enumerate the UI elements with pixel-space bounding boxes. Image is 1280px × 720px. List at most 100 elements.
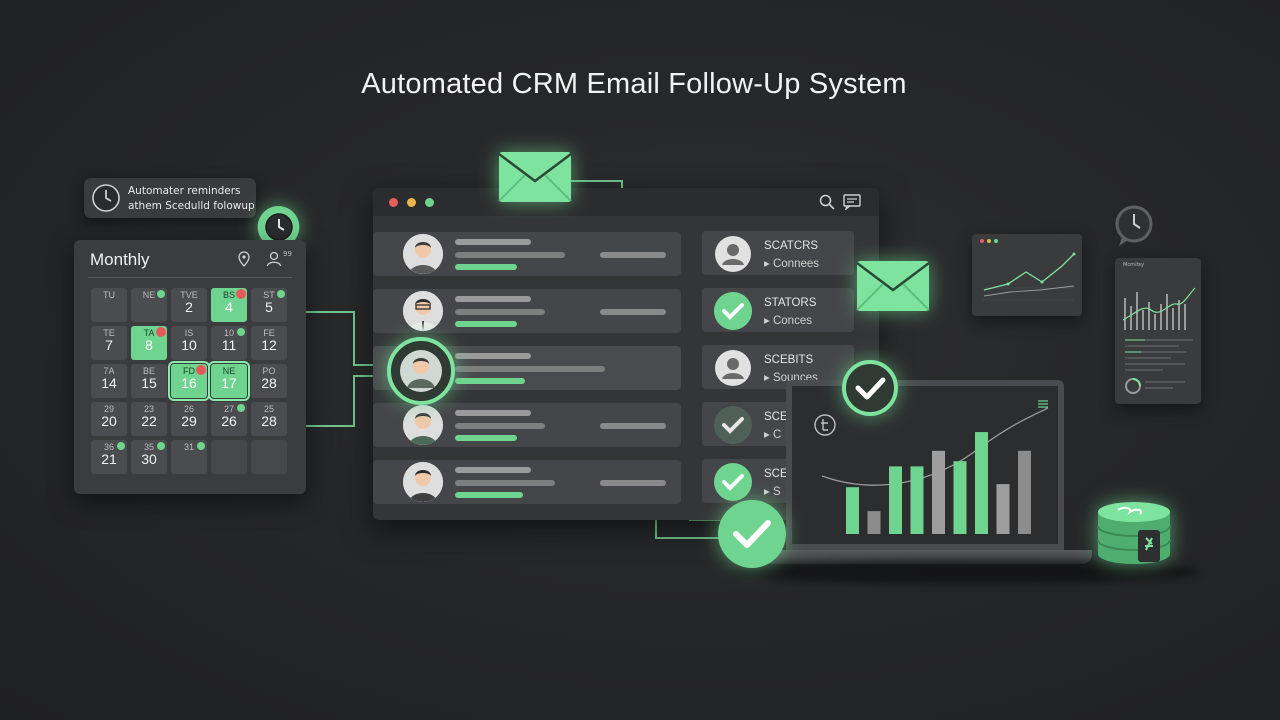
calendar-cell-empty — [251, 440, 287, 474]
laptop-screen — [786, 380, 1064, 550]
close-dot[interactable] — [389, 198, 398, 207]
laptop-chart-bar — [975, 432, 988, 534]
calendar-badge: 99 — [283, 250, 292, 258]
mini-chart-card — [972, 234, 1082, 316]
row-text-bar — [455, 353, 531, 359]
currency-icon — [814, 414, 836, 436]
status-title: STATORS — [764, 297, 817, 309]
row-text-bar — [455, 239, 531, 245]
status-card[interactable]: SCATCRS ▸ Connees — [702, 231, 854, 275]
user-icon[interactable] — [266, 251, 282, 267]
laptop-chart-bar — [932, 450, 945, 534]
avatar — [403, 234, 443, 274]
status-dot — [237, 366, 245, 374]
reminder-badge: Automater reminders athem Scedulld folow… — [84, 178, 256, 218]
check-icon — [714, 406, 752, 444]
page-title: Automated CRM Email Follow-Up System — [361, 68, 907, 100]
alert-dot — [156, 327, 166, 337]
status-title: SCE — [764, 411, 788, 423]
laptop-bar-chart — [846, 432, 1031, 534]
row-text-bar — [600, 252, 666, 258]
avatar — [403, 405, 443, 445]
status-dot — [237, 328, 245, 336]
calendar-cell[interactable]: NE — [131, 288, 167, 322]
calendar-cell[interactable]: TU — [91, 288, 127, 322]
check-icon — [842, 360, 898, 416]
trend-curve — [821, 407, 1049, 486]
row-text-bar — [455, 480, 555, 486]
avatar — [403, 462, 443, 502]
status-title: SCE — [764, 468, 788, 480]
laptop-chart-bar — [953, 461, 967, 534]
laptop-chart-bar — [1018, 450, 1031, 534]
user-icon — [715, 236, 751, 272]
maximize-dot[interactable] — [425, 198, 434, 207]
laptop-chart-bar — [889, 466, 902, 534]
laptop-chart-bar — [846, 487, 859, 534]
user-icon — [715, 350, 751, 386]
menu-icon[interactable] — [1038, 400, 1048, 408]
row-text-bar — [600, 309, 666, 315]
clock-icon — [1115, 205, 1153, 246]
laptop-chart-bar — [910, 466, 924, 534]
minimize-dot[interactable] — [407, 198, 416, 207]
dot-red — [980, 239, 984, 243]
status-dot — [157, 442, 165, 450]
reminder-line-2: athem Scedulld folowup — [128, 200, 255, 212]
status-card[interactable]: STATORS ▸ Conces — [702, 288, 854, 332]
dot-green — [994, 239, 998, 243]
laptop-base — [758, 550, 1092, 564]
selected-contact-avatar[interactable] — [386, 336, 456, 406]
row-text-bar — [455, 264, 517, 270]
envelope-icon — [498, 152, 572, 202]
status-card[interactable]: SCE ▸ S — [702, 459, 792, 503]
search-icon[interactable] — [819, 194, 835, 210]
clock-icon — [92, 184, 120, 212]
status-dot — [237, 404, 245, 412]
dot-yellow — [987, 239, 991, 243]
calendar-cell[interactable]: 31 — [171, 440, 207, 474]
row-text-bar — [600, 480, 666, 486]
row-text-bar — [455, 321, 517, 327]
status-dot — [157, 290, 165, 298]
check-icon — [718, 500, 786, 568]
chat-icon[interactable] — [843, 194, 861, 210]
status-dot — [277, 290, 285, 298]
row-text-bar — [600, 423, 666, 429]
status-card[interactable]: SCE ▸ C — [702, 402, 792, 446]
location-pin-icon[interactable] — [238, 251, 250, 267]
mini-report-bars — [1122, 287, 1196, 330]
alert-dot — [236, 289, 246, 299]
status-card[interactable]: SCEBITS ▸ Sounces — [702, 345, 854, 389]
mini-report-card: Mcrnitsy — [1115, 258, 1201, 404]
status-sub: ▸ Conces — [764, 315, 812, 327]
alert-dot — [196, 365, 206, 375]
laptop-chart-bar — [996, 484, 1010, 534]
status-title: SCEBITS — [764, 354, 814, 366]
coin-stack-icon — [1097, 502, 1171, 564]
row-text-bar — [455, 467, 531, 473]
row-text-bar — [455, 252, 565, 258]
row-text-bar — [455, 492, 523, 498]
